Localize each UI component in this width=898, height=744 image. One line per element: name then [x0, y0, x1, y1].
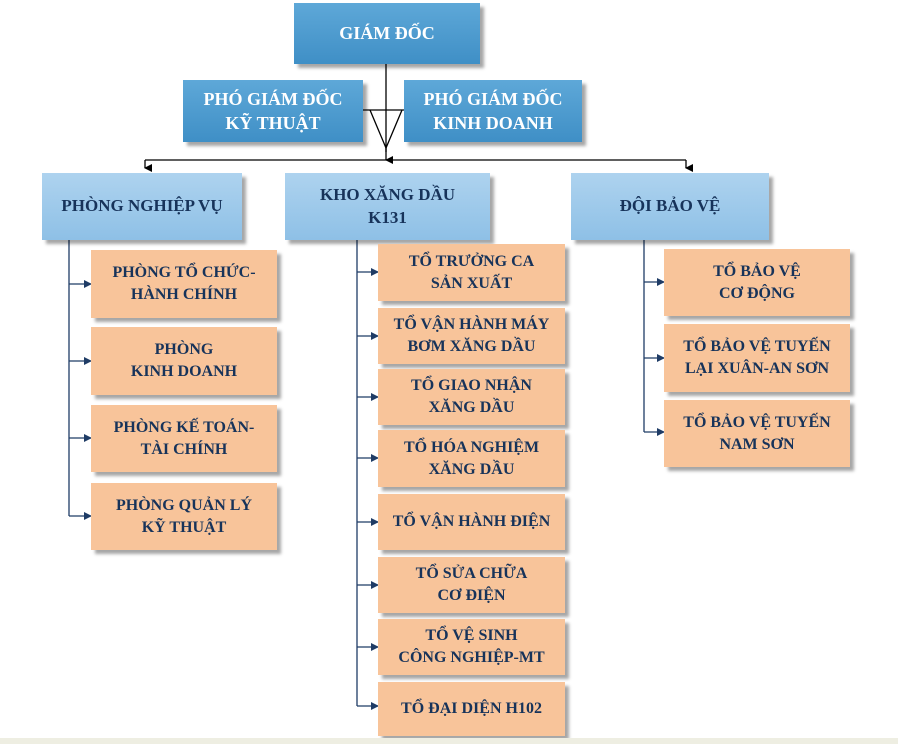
operations-connectors — [68, 240, 92, 520]
unit-box: TỔ BẢO VỆ TUYẾN LẠI XUÂN-AN SƠN — [664, 324, 850, 392]
director-box: GIÁM ĐỐC — [294, 3, 480, 64]
unit-box: TỔ VỆ SINH CÔNG NGHIỆP-MT — [378, 619, 565, 675]
unit-box: PHÒNG TỔ CHỨC- HÀNH CHÍNH — [91, 250, 277, 318]
unit-box: PHÒNG KINH DOANH — [91, 327, 277, 395]
unit-box: TỔ BẢO VỆ CƠ ĐỘNG — [664, 249, 850, 316]
unit-box: TỔ SỬA CHỮA CƠ ĐIỆN — [378, 557, 565, 613]
unit-box: PHÒNG QUẢN LÝ KỸ THUẬT — [91, 483, 277, 550]
unit-box: TỔ VẬN HÀNH ĐIỆN — [378, 494, 565, 550]
unit-box: TỔ ĐẠI DIỆN H102 — [378, 682, 565, 736]
department-security-box: ĐỘI BẢO VỆ — [571, 173, 769, 240]
unit-box: TỔ HÓA NGHIỆM XĂNG DẦU — [378, 430, 565, 487]
department-operations-box: PHÒNG NGHIỆP VỤ — [42, 173, 242, 240]
unit-box: TỔ GIAO NHẬN XĂNG DẦU — [378, 369, 565, 425]
unit-box: TỔ BẢO VỆ TUYẾN NAM SƠN — [664, 400, 850, 467]
bottom-strip — [0, 738, 898, 744]
depot-connectors — [356, 240, 379, 710]
director-connectors — [144, 62, 693, 172]
deputy-technical-box: PHÓ GIÁM ĐỐC KỸ THUẬT — [183, 80, 363, 142]
security-connectors — [643, 240, 665, 436]
unit-box: PHÒNG KẾ TOÁN- TÀI CHÍNH — [91, 405, 277, 472]
department-depot-box: KHO XĂNG DẦU K131 — [285, 173, 490, 240]
unit-box: TỔ VẬN HÀNH MÁY BƠM XĂNG DẦU — [378, 308, 565, 364]
unit-box: TỔ TRƯỞNG CA SẢN XUẤT — [378, 244, 565, 301]
deputy-business-box: PHÓ GIÁM ĐỐC KINH DOANH — [404, 80, 582, 142]
